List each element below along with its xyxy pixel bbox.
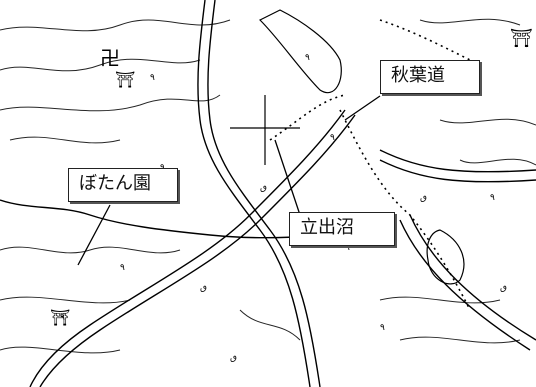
svg-text:ٯ: ٯ [260, 183, 267, 193]
contour-lines [0, 18, 536, 354]
crosshair-marker [230, 95, 300, 165]
shrine-icon: ⛩ [50, 308, 71, 327]
svg-text:٩: ٩ [150, 73, 155, 83]
svg-text:٩: ٩ [345, 243, 350, 253]
svg-text:٩: ٩ [380, 323, 385, 333]
svg-text:ٯ: ٯ [500, 283, 507, 293]
place-label-botanen[interactable]: ぼたん園 [68, 168, 178, 202]
svg-text:ٯ: ٯ [230, 353, 237, 363]
callout-leaders [77, 95, 381, 266]
place-label-tatsuidenuma[interactable]: 立出沼 [289, 212, 395, 246]
svg-text:٩: ٩ [60, 313, 65, 323]
shrine-icon: ⛩ [115, 70, 136, 89]
dotted-boundaries [269, 19, 471, 311]
shrine-icon: ⛩ [510, 28, 533, 49]
place-label-akibamichi[interactable]: 秋葉道 [380, 60, 480, 94]
svg-text:٩: ٩ [305, 53, 310, 63]
svg-text:٩: ٩ [120, 263, 125, 273]
terrain-marks: ٩ ٩ ٯ ٩ ٯ ٩ ٩ ٩ ٩ ٩ ٯ ٩ ٯ ٩ ٯ [60, 53, 507, 363]
svg-text:٩: ٩ [490, 193, 495, 203]
svg-text:ٯ: ٯ [420, 193, 427, 203]
svg-text:٩: ٩ [330, 133, 335, 143]
pond-shape [258, 9, 465, 285]
temple-icon: 卍 [100, 46, 120, 70]
svg-text:ٯ: ٯ [200, 283, 207, 293]
